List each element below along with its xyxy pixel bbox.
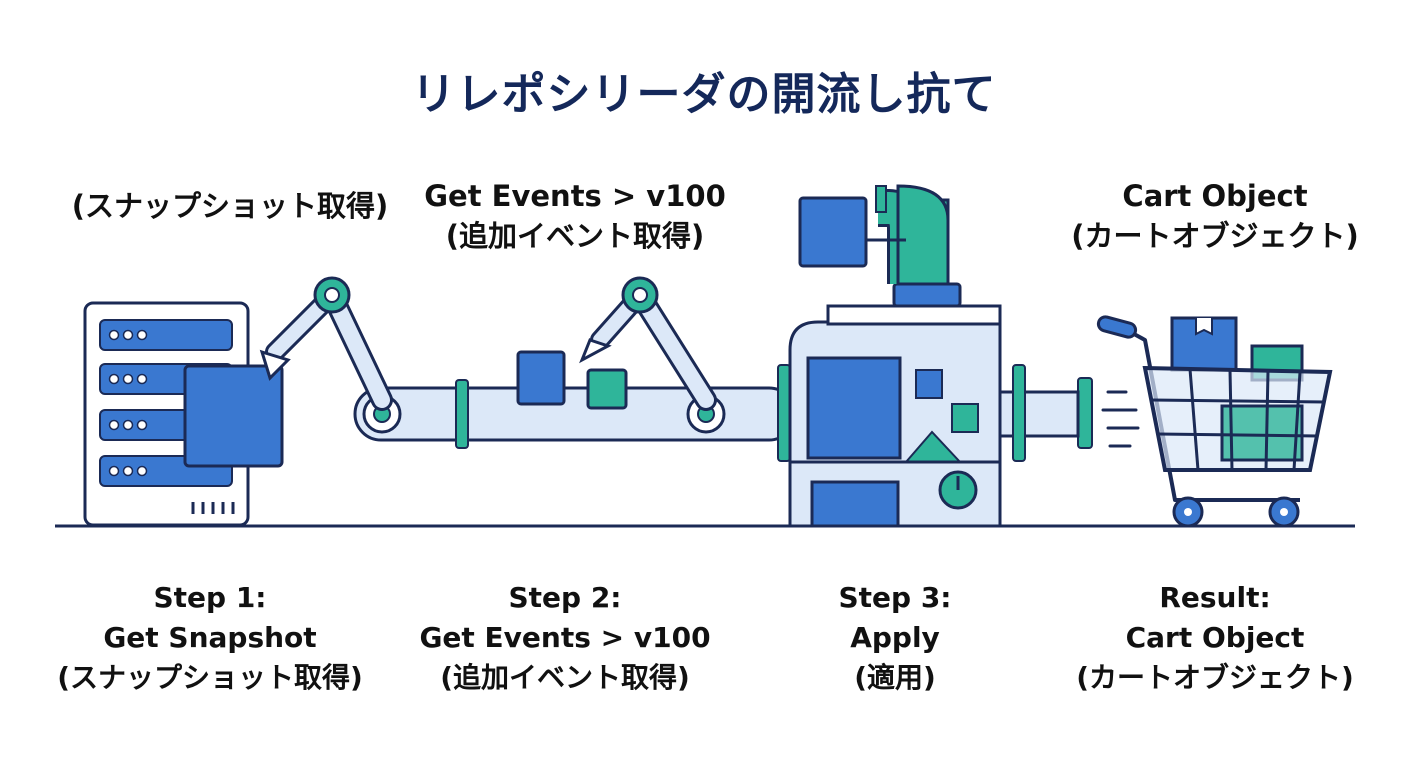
top-label-result-line2: (カートオブジェクト) (1071, 219, 1359, 253)
step-2-line1: Step 2: (508, 581, 622, 614)
step-1-line3: (スナップショット取得) (57, 661, 363, 694)
top-label-snapshot: (スナップショット取得) (40, 186, 420, 226)
result-line2: Cart Object (1125, 621, 1305, 654)
event-block-icon (586, 368, 628, 410)
step-3-line1: Step 3: (838, 581, 952, 614)
step-3-line3: (適用) (854, 661, 936, 694)
step-3-line2: Apply (850, 621, 940, 654)
top-label-events: Get Events > v100 (追加イベント取得) (400, 176, 750, 256)
robot-arm-icon (259, 276, 393, 411)
result-line3: (カートオブジェクト) (1076, 661, 1354, 694)
top-label-snapshot-text: (スナップショット取得) (71, 189, 389, 223)
result-line1: Result: (1159, 581, 1271, 614)
snapshot-document-icon (183, 364, 284, 468)
step-2-line2: Get Events > v100 (419, 621, 711, 654)
processing-machine-icon (777, 184, 1026, 528)
event-block-icon (516, 350, 566, 406)
step-3-label: Step 3: Apply (適用) (770, 578, 1020, 698)
shopping-cart-icon (1096, 315, 1333, 528)
top-label-events-line2: (追加イベント取得) (445, 219, 705, 253)
step-1-line1: Step 1: (153, 581, 267, 614)
top-label-events-line1: Get Events > v100 (424, 179, 726, 213)
top-label-result-line1: Cart Object (1122, 179, 1308, 213)
step-1-label: Step 1: Get Snapshot (スナップショット取得) (20, 578, 400, 698)
step-2-label: Step 2: Get Events > v100 (追加イベント取得) (395, 578, 735, 698)
result-label: Result: Cart Object (カートオブジェクト) (1045, 578, 1385, 698)
step-2-line3: (追加イベント取得) (440, 661, 690, 694)
diagram-title: リレポシリーダの開流し抗て (411, 69, 997, 120)
robot-arm-icon (579, 276, 717, 411)
top-label-result: Cart Object (カートオブジェクト) (1050, 176, 1380, 256)
step-1-line2: Get Snapshot (103, 621, 317, 654)
motion-lines (1101, 390, 1140, 448)
